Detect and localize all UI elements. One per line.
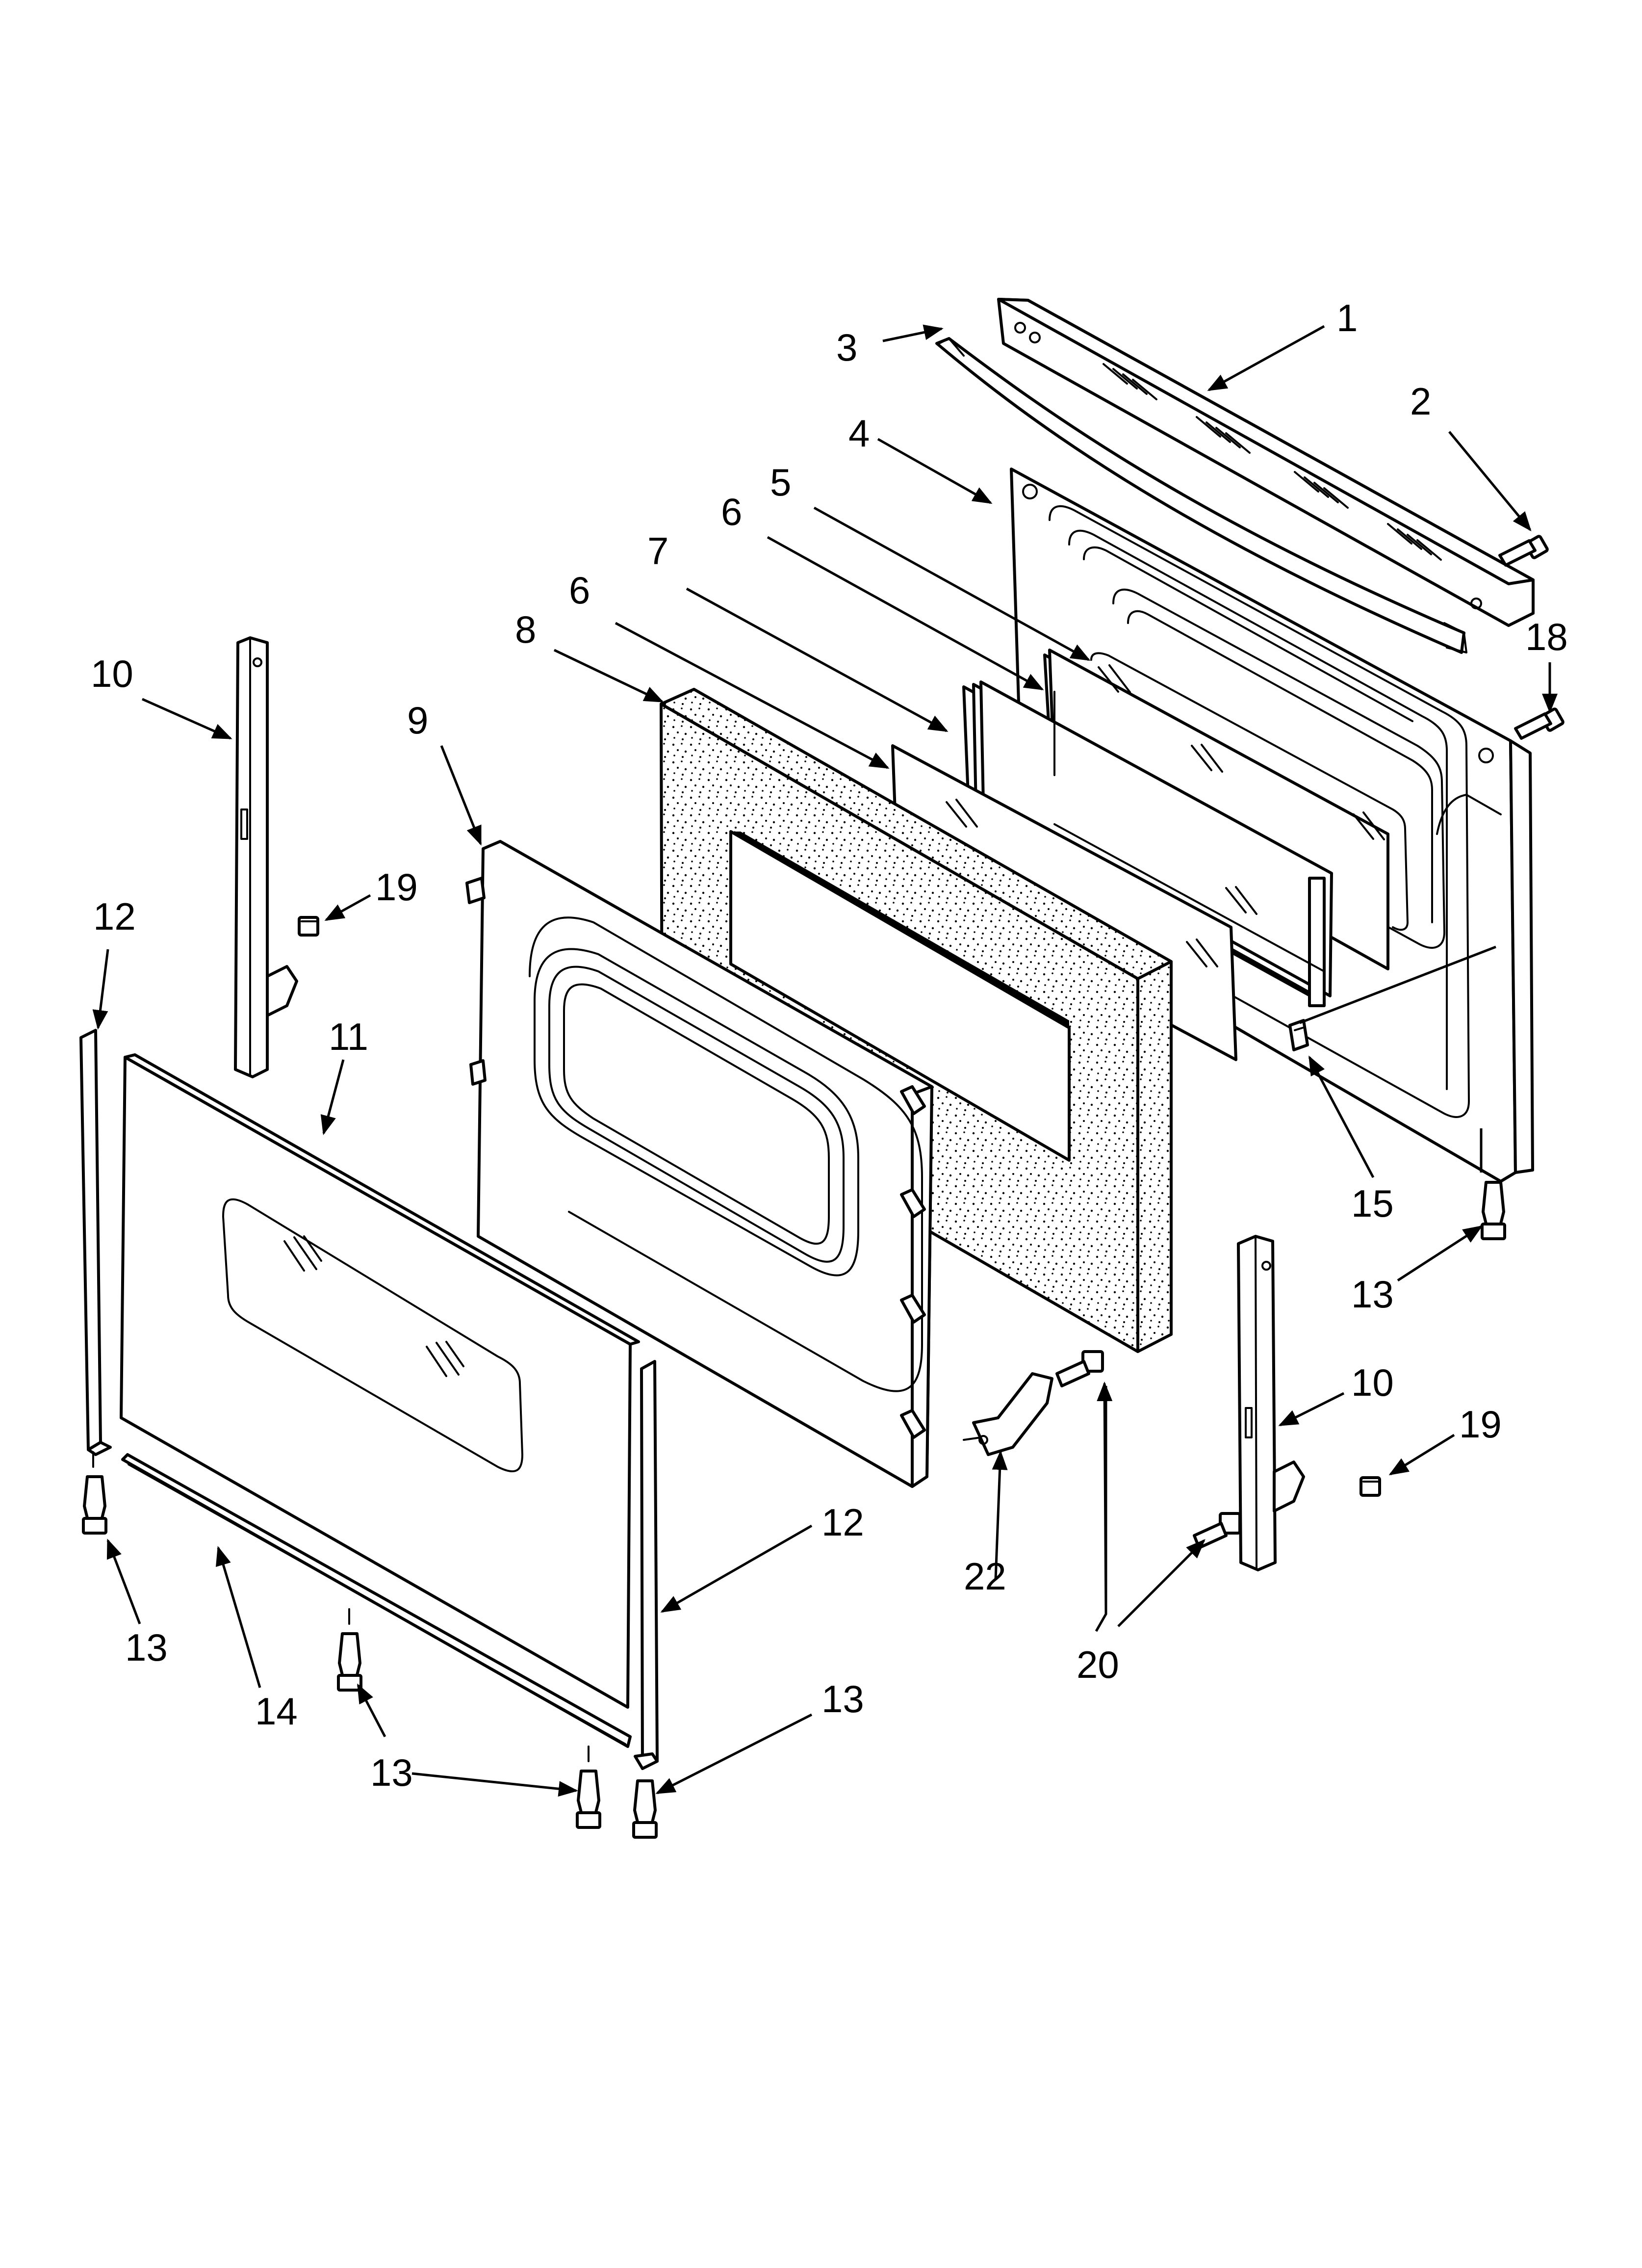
callout-20: 20 [1077, 1643, 1119, 1686]
part-12-side-trim-right [634, 1360, 659, 1770]
callout-22: 22 [964, 1555, 1006, 1598]
callout-9: 9 [407, 699, 428, 742]
callout-13-right: 13 [1351, 1273, 1394, 1316]
part-12-side-trim-left [79, 1029, 112, 1456]
leader-lines [92, 324, 1558, 1797]
callout-4: 4 [848, 412, 870, 455]
part-7-glass-pack [962, 680, 1333, 1007]
callout-7: 7 [647, 529, 668, 573]
callout-14: 14 [255, 1690, 298, 1733]
part-14-bottom-trim [121, 1453, 632, 1748]
part-19-clip-left [298, 916, 319, 937]
part-2-screw [1498, 535, 1549, 567]
part-11-door-glass-panel [120, 1053, 640, 1709]
part-15-clip [1288, 1019, 1309, 1051]
vent-slots [1103, 363, 1442, 561]
callout-13-left: 13 [125, 1626, 168, 1669]
callout-12-right: 12 [821, 1501, 864, 1544]
callout-11: 11 [329, 1015, 368, 1058]
callout-labels: 1 2 3 4 5 6 6 7 8 9 10 10 11 12 12 13 13… [91, 296, 1568, 1794]
part-20-screw-lower [1193, 1512, 1241, 1549]
part-13-screw-d [632, 1779, 658, 1839]
callout-12-left: 12 [93, 895, 136, 938]
callout-1: 1 [1336, 296, 1358, 339]
part-13-screw-a [82, 1475, 107, 1535]
callout-2: 2 [1410, 380, 1431, 423]
part-10-hinge-right [1237, 1235, 1305, 1571]
part-10-hinge-left [234, 636, 298, 1078]
callout-19-left: 19 [375, 865, 418, 909]
callout-13-bottom: 13 [370, 1751, 413, 1794]
callout-3: 3 [836, 326, 857, 369]
part-3-handle [935, 337, 1467, 654]
callout-8: 8 [515, 608, 536, 651]
part-18-screw [1514, 707, 1565, 740]
callout-5: 5 [770, 461, 791, 504]
callout-10-left: 10 [91, 652, 133, 695]
part-8-insulation [660, 688, 1173, 1353]
callout-6-upper: 6 [721, 490, 742, 533]
callout-13-bottom-right: 13 [821, 1677, 864, 1721]
part-19-clip-right [1360, 1476, 1381, 1497]
part-1-vent-panel [997, 298, 1535, 627]
gasket-outline [1112, 588, 1445, 949]
callout-10-right: 10 [1351, 1361, 1394, 1404]
callout-19-right: 19 [1459, 1403, 1502, 1446]
part-20-screw-upper [1055, 1350, 1104, 1387]
part-13-screw-c [576, 1770, 601, 1829]
callout-18: 18 [1525, 615, 1568, 658]
part-13-screw-e [1481, 1181, 1506, 1240]
part-13-screw-b [337, 1632, 362, 1692]
window-recess [534, 948, 859, 1277]
part-22-bracket [972, 1372, 1053, 1456]
callout-15: 15 [1351, 1182, 1394, 1225]
callout-6-lower: 6 [569, 569, 590, 612]
part-9-door-frame [465, 840, 933, 1488]
